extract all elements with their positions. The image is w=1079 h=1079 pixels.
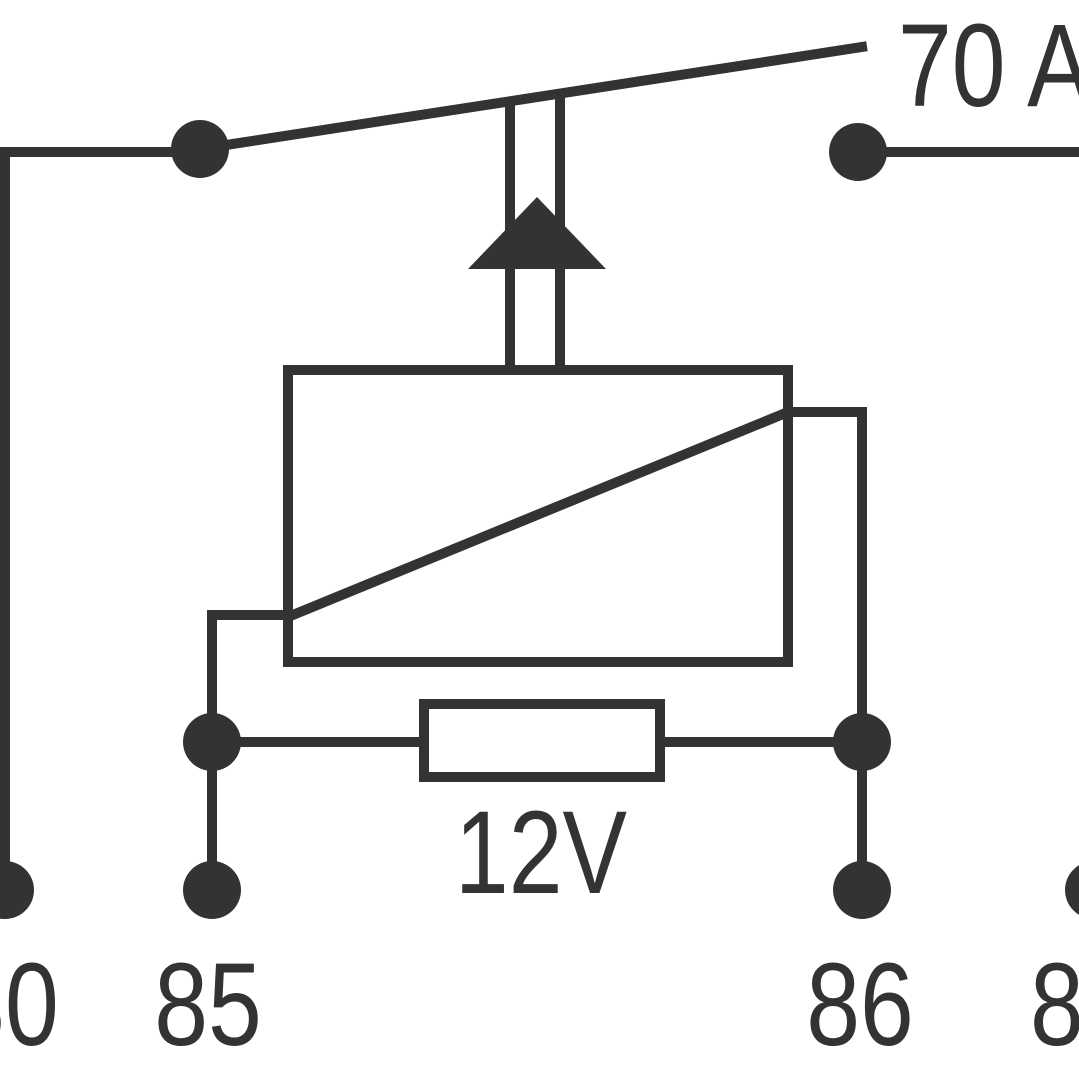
terminal-85-label: 85	[154, 938, 262, 1070]
coil-diagonal	[281, 405, 795, 624]
actuator-arrow-icon	[468, 197, 606, 269]
coil-box	[283, 365, 793, 667]
wire-coil-85	[207, 610, 293, 895]
terminal-30-node	[0, 861, 34, 919]
terminal-30-label: 30	[0, 938, 59, 1070]
terminal-86-node	[833, 861, 891, 919]
resistor	[419, 699, 665, 782]
wire-coil-86	[783, 407, 867, 895]
switch-arm	[194, 41, 868, 155]
terminal-86-label: 86	[806, 938, 914, 1070]
terminal-87-node	[1065, 865, 1079, 915]
wire-terminal-30	[0, 147, 205, 895]
node-85-junction	[183, 713, 241, 771]
current-rating-label: 70 A	[898, 0, 1079, 131]
coil-voltage-label: 12V	[455, 786, 627, 918]
node-86-junction	[833, 713, 891, 771]
terminal-85-node	[183, 861, 241, 919]
terminal-87-label: 87	[1030, 938, 1079, 1070]
